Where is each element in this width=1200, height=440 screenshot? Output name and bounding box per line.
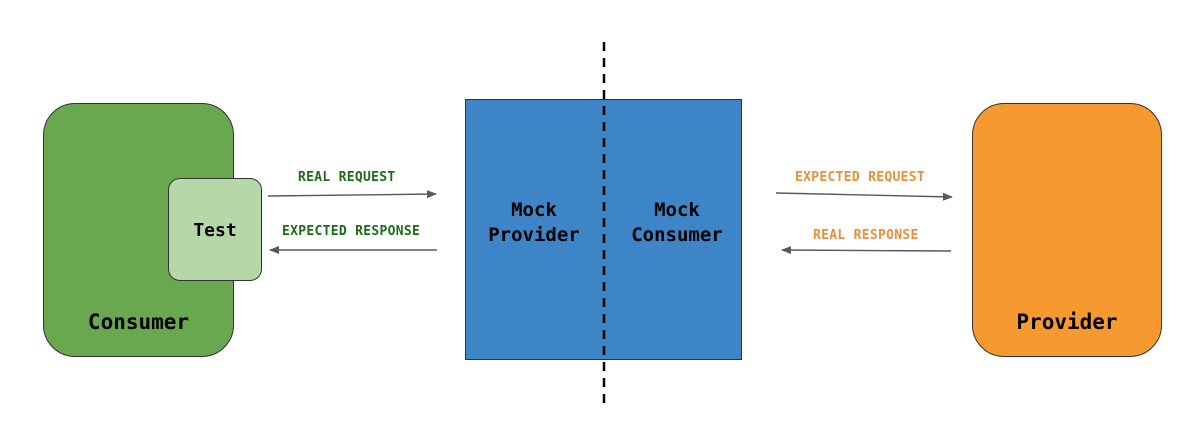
consumer-label: Consumer — [87, 310, 190, 334]
mock-provider-label: Mock Provider — [488, 199, 580, 246]
real-response-arrow — [781, 246, 952, 255]
real-request-arrow — [267, 190, 437, 199]
provider-node — [972, 103, 1162, 357]
expected-request-label: EXPECTED REQUEST — [795, 170, 926, 185]
real-response-label: REAL RESPONSE — [813, 228, 919, 243]
test-label: Test — [193, 220, 237, 241]
mock-consumer-label: Mock Consumer — [631, 199, 723, 246]
provider-label: Provider — [1016, 310, 1118, 334]
expected-response-label: EXPECTED RESPONSE — [282, 224, 421, 239]
expected-request-arrow — [775, 192, 953, 201]
test-node — [168, 178, 262, 281]
real-request-label: REAL REQUEST — [298, 170, 396, 185]
